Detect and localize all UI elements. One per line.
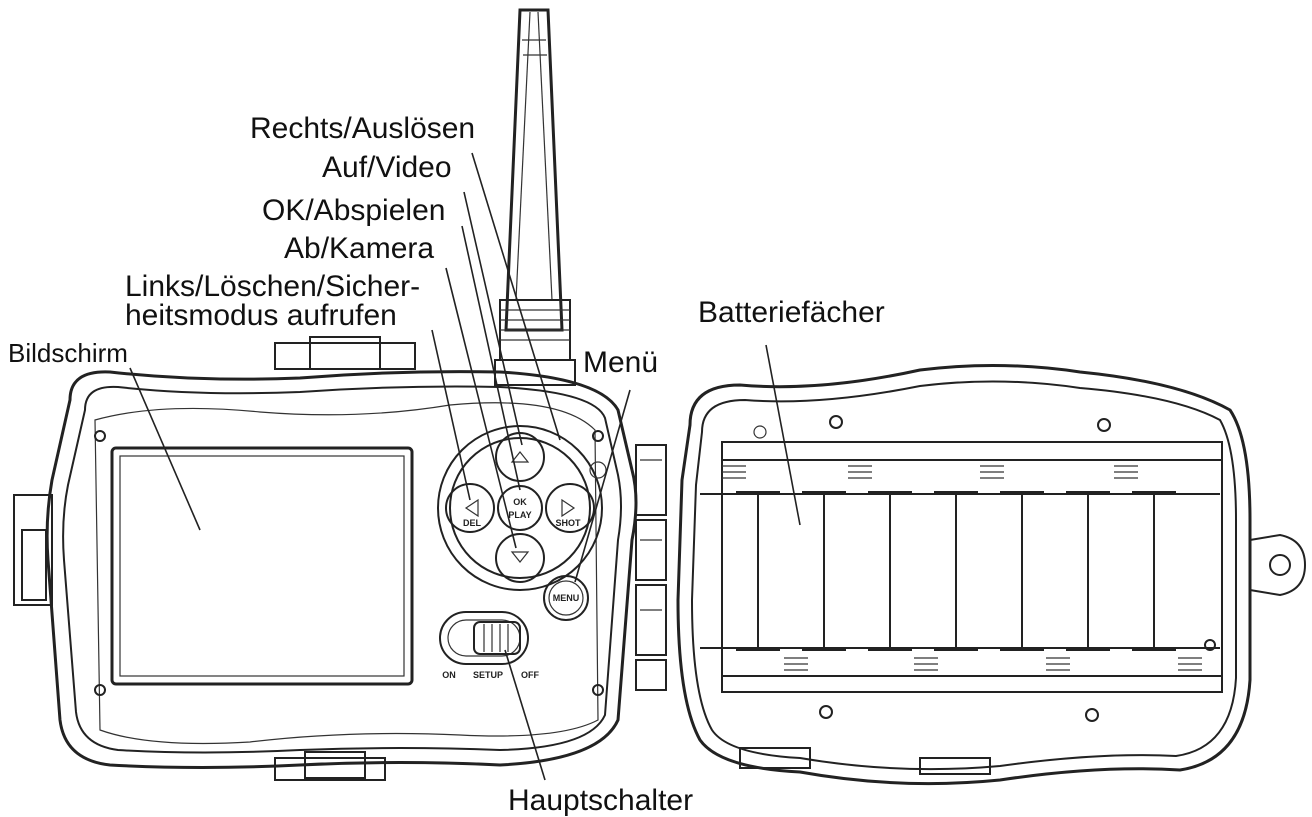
ok-mark: OK	[513, 497, 527, 507]
label-ok-abspielen: OK/Abspielen	[262, 194, 445, 227]
button-cluster: DEL OK PLAY SHOT MENU ON SETUP OFF	[437, 425, 607, 680]
label-auf-video: Auf/Video	[322, 151, 452, 184]
label-bildschirm: Bildschirm	[8, 338, 128, 368]
label-rechts-ausloesen: Rechts/Auslösen	[250, 112, 475, 145]
menu-mark: MENU	[553, 593, 580, 603]
hinge	[635, 444, 667, 691]
on-mark: ON	[442, 670, 456, 680]
antenna	[494, 8, 576, 386]
label-links-line1: Links/Löschen/Sicher-	[125, 270, 420, 303]
setup-mark: SETUP	[473, 670, 503, 680]
front-panel	[13, 336, 638, 781]
label-ab-kamera: Ab/Kamera	[284, 232, 434, 265]
play-mark: PLAY	[508, 510, 531, 520]
shot-mark: SHOT	[555, 518, 581, 528]
leader-lines	[129, 152, 801, 781]
del-mark: DEL	[463, 518, 482, 528]
label-hauptschalter: Hauptschalter	[508, 784, 693, 817]
label-batteriefaecher: Batteriefächer	[698, 296, 885, 329]
battery-panel	[676, 363, 1307, 786]
label-menue: Menü	[583, 346, 658, 379]
label-links-line2: heitsmodus aufrufen	[125, 299, 397, 332]
labels: Rechts/Auslösen Auf/Video OK/Abspielen A…	[8, 112, 885, 817]
off-mark: OFF	[521, 670, 539, 680]
